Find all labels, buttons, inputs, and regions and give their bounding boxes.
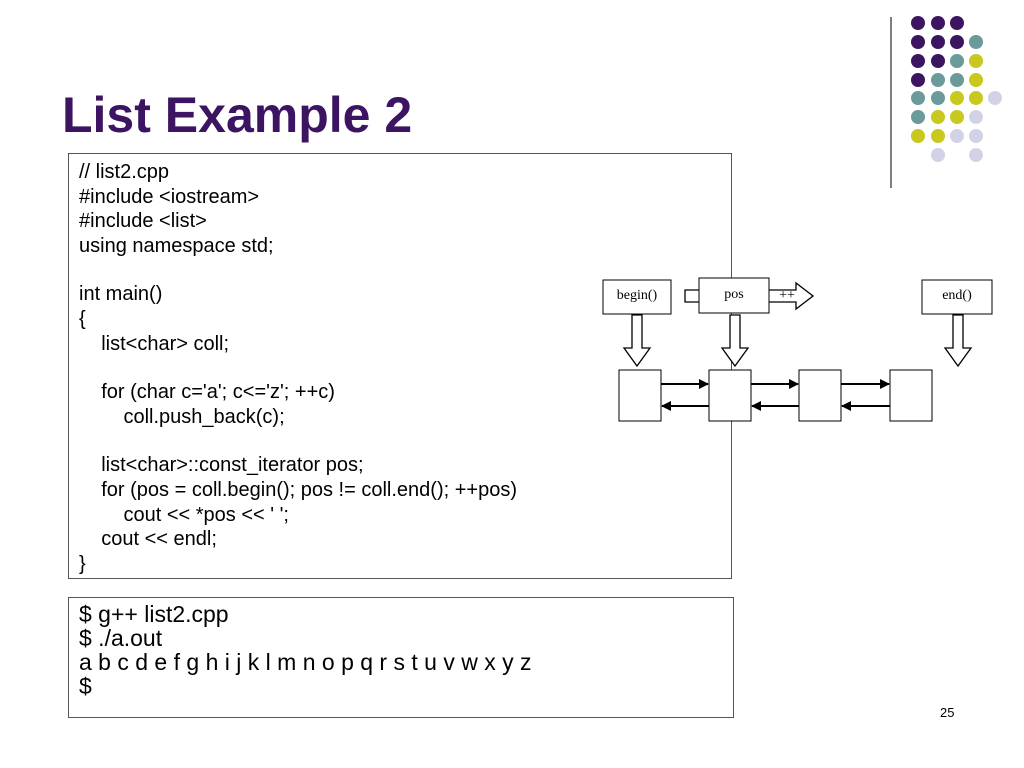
decorative-dot <box>931 110 945 124</box>
decorative-dot <box>911 91 925 105</box>
decorative-dot <box>931 91 945 105</box>
end-label-box <box>921 279 993 315</box>
pos-down-arrow <box>720 314 750 368</box>
decorative-dot <box>931 129 945 143</box>
decorative-dot <box>950 16 964 30</box>
code-line: #include <iostream> <box>79 185 260 208</box>
decorative-dot <box>950 35 964 49</box>
code-line: using namespace std; <box>79 234 274 257</box>
code-line: int main() <box>79 283 163 306</box>
code-line: coll.push_back(c); <box>79 405 285 428</box>
end-down-arrow <box>943 314 973 368</box>
decorative-dot <box>911 35 925 49</box>
list-node <box>889 369 933 422</box>
code-line: list<char> coll; <box>79 332 230 355</box>
list-node <box>618 369 662 422</box>
begin-label-box <box>602 279 672 315</box>
decorative-dot <box>969 54 983 68</box>
decorative-dot-grid <box>911 16 1002 162</box>
code-listing: // list2.cpp #include <iostream> #includ… <box>68 153 732 579</box>
begin-down-arrow <box>622 314 652 368</box>
decorative-dot <box>950 91 964 105</box>
decorative-dot <box>969 35 983 49</box>
decorative-dot <box>931 148 945 162</box>
decorative-dot <box>911 110 925 124</box>
output-line: $ g++ list2.cpp <box>79 601 229 627</box>
list-node <box>798 369 842 422</box>
decorative-dot <box>911 16 925 30</box>
decorative-dot <box>931 73 945 87</box>
decorative-dot <box>950 73 964 87</box>
code-line: } <box>79 552 86 575</box>
code-line: for (pos = coll.begin(); pos != coll.end… <box>79 478 517 501</box>
list-node <box>708 369 752 422</box>
decorative-dot <box>950 129 964 143</box>
decorative-dot <box>911 73 925 87</box>
divider-line <box>890 17 892 188</box>
decorative-dot <box>988 91 1002 105</box>
terminal-output: $ g++ list2.cpp $ ./a.out a b c d e f g … <box>68 597 734 718</box>
pos-label-box <box>698 277 770 314</box>
decorative-dot <box>911 54 925 68</box>
decorative-dot <box>950 54 964 68</box>
begin-label: begin() <box>616 288 658 303</box>
code-line: list<char>::const_iterator pos; <box>79 454 364 477</box>
output-line: $ <box>79 673 92 699</box>
end-label: end() <box>942 288 972 303</box>
decorative-dot <box>950 110 964 124</box>
decorative-dot <box>969 73 983 87</box>
decorative-dot <box>931 16 945 30</box>
code-line: // list2.cpp <box>79 161 170 183</box>
code-line: cout << endl; <box>79 528 217 551</box>
slide-title: List Example 2 <box>62 87 413 143</box>
decorative-dot <box>969 129 983 143</box>
pos-label: pos <box>724 287 744 302</box>
decorative-dot <box>969 91 983 105</box>
code-line: for (char c='a'; c<='z'; ++c) <box>79 381 335 404</box>
code-line: cout << *pos << ' '; <box>79 503 289 526</box>
output-line: a b c d e f g h i j k l m n o p q r s t … <box>79 649 532 675</box>
increment-label: ++ <box>779 288 795 303</box>
code-line: { <box>79 307 86 330</box>
decorative-dot <box>931 35 945 49</box>
code-line: #include <list> <box>79 210 207 233</box>
decorative-dot <box>911 129 925 143</box>
output-line: $ ./a.out <box>79 625 163 651</box>
decorative-dot <box>969 110 983 124</box>
decorative-dot <box>931 54 945 68</box>
page-number: 25 <box>940 705 955 720</box>
decorative-dot <box>969 148 983 162</box>
